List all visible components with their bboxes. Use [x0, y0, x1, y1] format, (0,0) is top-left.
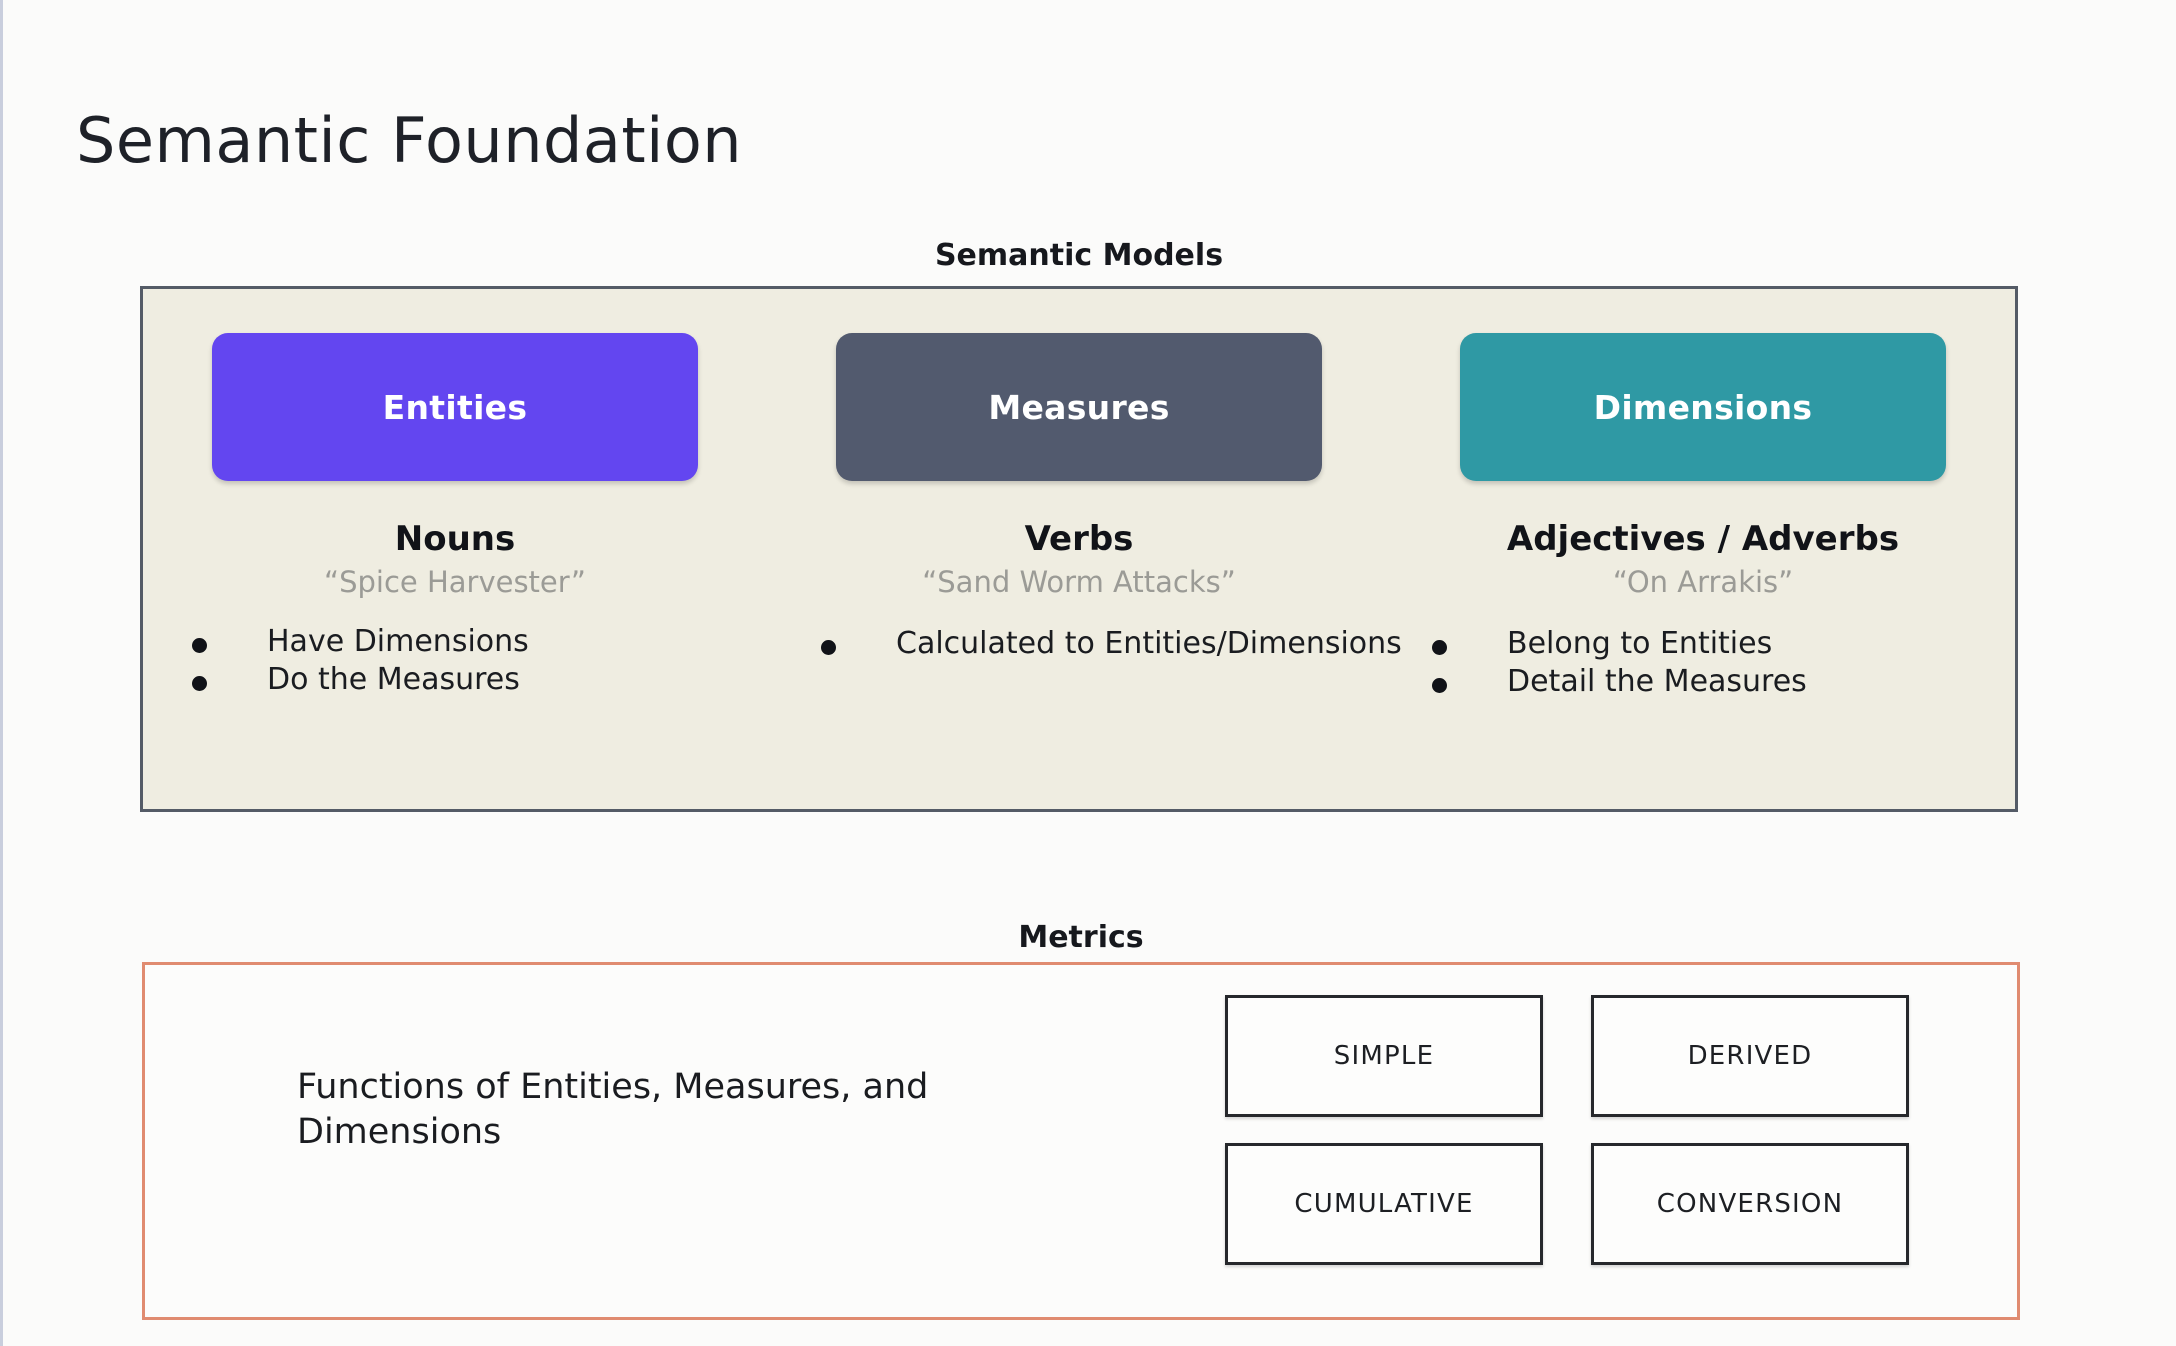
measures-pill[interactable]: Measures: [836, 333, 1322, 481]
entities-pill[interactable]: Entities: [212, 333, 698, 481]
left-edge-rule: [0, 0, 3, 1346]
metric-type-grid: SIMPLE DERIVED CUMULATIVE CONVERSION: [1225, 995, 1909, 1265]
dimensions-pill[interactable]: Dimensions: [1460, 333, 1946, 481]
measures-example: “Sand Worm Attacks”: [922, 565, 1236, 599]
metrics-heading: Metrics: [1018, 920, 1144, 955]
entities-bullet-list: Have Dimensions Do the Measures: [94, 627, 816, 703]
semantic-column-dimensions: Dimensions Adjectives / Adverbs “On Arra…: [1391, 289, 2015, 809]
semantic-column-measures: Measures Verbs “Sand Worm Attacks” Calcu…: [767, 289, 1402, 809]
bullet-dot-icon: [821, 640, 836, 655]
metrics-description: Functions of Entities, Measures, and Dim…: [297, 1067, 929, 1152]
list-item: Detail the Measures: [1432, 667, 2056, 697]
metric-type-cumulative-label: CUMULATIVE: [1294, 1189, 1474, 1219]
entities-pill-label: Entities: [382, 387, 528, 427]
measures-bullet-text: Calculated to Entities/Dimensions: [896, 626, 1402, 661]
entities-bullet-text: Have Dimensions: [267, 624, 529, 659]
bullet-dot-icon: [1432, 640, 1447, 655]
metric-type-simple-label: SIMPLE: [1333, 1041, 1435, 1071]
metric-type-derived[interactable]: DERIVED: [1591, 995, 1909, 1117]
bullet-dot-icon: [192, 638, 207, 653]
metrics-panel: Functions of Entities, Measures, and Dim…: [142, 962, 2020, 1320]
dimensions-bullet-list: Belong to Entities Detail the Measures: [1350, 629, 2056, 705]
list-item: Have Dimensions: [192, 627, 816, 657]
entities-part-of-speech: Nouns: [394, 519, 516, 559]
dimensions-bullet-text: Detail the Measures: [1507, 664, 1807, 699]
dimensions-part-of-speech: Adjectives / Adverbs: [1506, 519, 1900, 559]
metric-type-conversion-label: CONVERSION: [1656, 1189, 1844, 1219]
entities-example: “Spice Harvester”: [324, 565, 586, 599]
metric-type-conversion[interactable]: CONVERSION: [1591, 1143, 1909, 1265]
dimensions-example: “On Arrakis”: [1612, 565, 1794, 599]
measures-pill-label: Measures: [988, 387, 1170, 427]
semantic-models-panel: Entities Nouns “Spice Harvester” Have Di…: [140, 286, 2018, 812]
metric-type-derived-label: DERIVED: [1687, 1041, 1813, 1071]
bullet-dot-icon: [192, 676, 207, 691]
measures-bullet-list: Calculated to Entities/Dimensions: [713, 629, 1445, 667]
dimensions-pill-label: Dimensions: [1593, 387, 1813, 427]
bullet-dot-icon: [1432, 678, 1447, 693]
semantic-column-entities: Entities Nouns “Spice Harvester” Have Di…: [143, 289, 767, 809]
list-item: Do the Measures: [192, 665, 816, 695]
metric-type-simple[interactable]: SIMPLE: [1225, 995, 1543, 1117]
list-item: Belong to Entities: [1432, 629, 2056, 659]
entities-bullet-text: Do the Measures: [267, 662, 520, 697]
list-item: Calculated to Entities/Dimensions: [821, 629, 1445, 659]
semantic-models-heading: Semantic Models: [934, 238, 1224, 273]
metric-type-cumulative[interactable]: CUMULATIVE: [1225, 1143, 1543, 1265]
dimensions-bullet-text: Belong to Entities: [1507, 626, 1773, 661]
measures-part-of-speech: Verbs: [1024, 519, 1134, 559]
page-title: Semantic Foundation: [76, 103, 743, 177]
semantic-models-columns: Entities Nouns “Spice Harvester” Have Di…: [143, 289, 2015, 809]
